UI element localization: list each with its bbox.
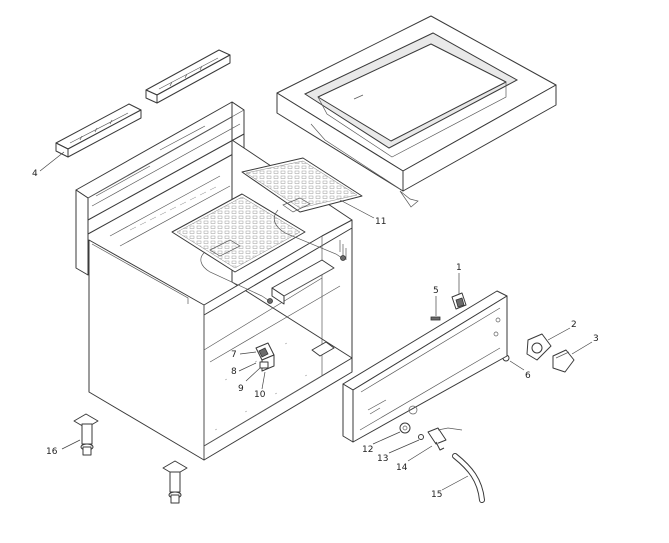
callout-5: 5 [433,286,439,296]
callout-12: 12 [362,445,373,455]
callout-8: 8 [231,367,237,377]
top-basin [276,15,557,208]
callout-1: 1 [456,263,462,273]
callout-16: 16 [46,447,58,457]
callout-14: 14 [396,463,408,473]
callout-6: 6 [525,371,531,381]
callout-3: 3 [593,334,599,344]
heating-plates [171,157,363,304]
callout-15: 15 [431,490,442,500]
adjustable-feet [73,413,188,504]
switch-assembly [255,342,275,372]
leader-lines [39,151,593,491]
callout-11: 11 [375,217,386,227]
control-panel [342,290,508,443]
callout-2: 2 [571,320,577,330]
callout-4: 4 [32,169,38,179]
side-rail-pieces [55,49,231,158]
callout-7: 7 [231,350,237,360]
callout-13: 13 [377,454,388,464]
drain-parts [399,422,485,503]
callout-labels: 1 2 3 4 5 6 7 8 9 10 11 12 13 14 15 16 [32,169,599,500]
callout-9: 9 [238,384,244,394]
knob-parts [526,333,575,373]
main-cabinet [75,101,353,461]
callout-10: 10 [254,390,266,400]
small-parts [430,292,510,362]
